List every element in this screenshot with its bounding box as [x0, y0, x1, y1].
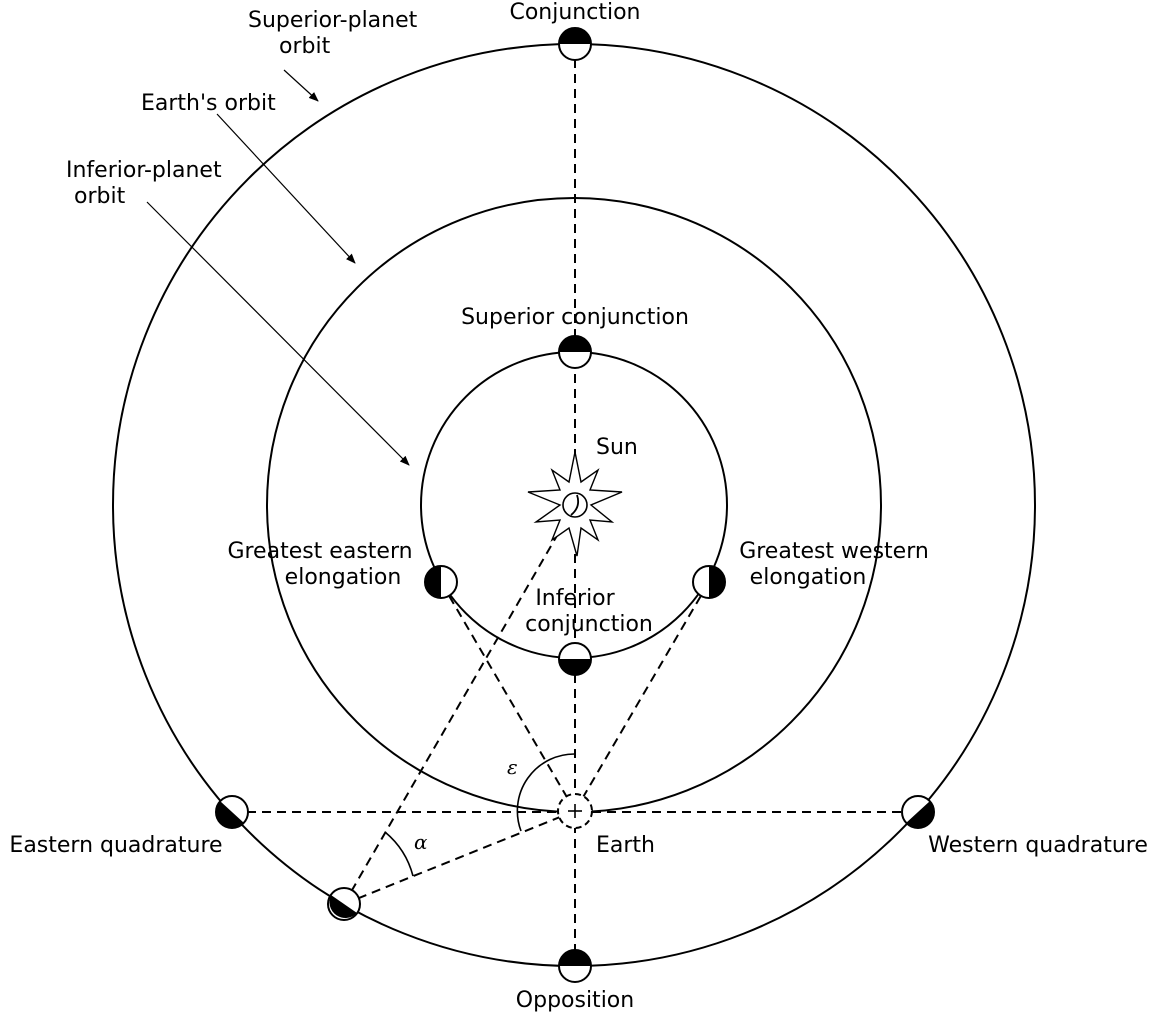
greatest-western-elongation-label-line1: Greatest western: [739, 539, 929, 564]
conjunction-label: Conjunction: [509, 0, 640, 25]
inferior-planet-orbit-label-line2: orbit: [74, 184, 126, 209]
earth-marker: [557, 793, 593, 829]
eastern-quadrature-label: Eastern quadrature: [9, 833, 222, 858]
elongation-angle-arc: [516, 753, 576, 832]
epsilon-label: ε: [507, 755, 518, 779]
western-quadrature-label: Western quadrature: [928, 833, 1148, 858]
inferior-conjunction-label-line1: Inferior: [535, 586, 615, 611]
greatest-eastern-elongation-label-line2: elongation: [285, 565, 402, 590]
greatest-eastern-elongation-label-line1: Greatest eastern: [227, 539, 412, 564]
alpha-label: α: [414, 830, 428, 854]
earths-orbit-label: Earth's orbit: [141, 91, 276, 116]
earth-label: Earth: [596, 833, 655, 858]
planet-general-position: [327, 887, 361, 921]
opposition-label: Opposition: [516, 988, 634, 1013]
superior-conjunction-label: Superior conjunction: [461, 305, 689, 330]
planet-eastern-quadrature: [215, 795, 249, 829]
planet-inferior-conjunction: [558, 642, 592, 676]
superior-planet-orbit-label-line1: Superior-planet: [248, 8, 418, 33]
greatest-western-elongation-label-line2: elongation: [750, 565, 867, 590]
sun-label: Sun: [596, 435, 638, 460]
planet-opposition: [558, 949, 592, 983]
planet-greatest-western-elongation: [692, 565, 726, 599]
planet-western-quadrature: [901, 795, 935, 829]
superior-planet-orbit-label-line2: orbit: [279, 34, 331, 59]
earth-orbit-pointer: [216, 113, 356, 264]
inferior-conjunction-label-line2: conjunction: [525, 612, 653, 637]
phase-angle-arc: [384, 831, 414, 877]
planet-greatest-eastern-elongation: [424, 565, 458, 599]
superior-orbit-pointer: [283, 69, 319, 102]
planet-superior-conjunction: [558, 335, 592, 369]
inferior-orbit-pointer: [146, 201, 410, 466]
inferior-planet-orbit-label-line1: Inferior-planet: [66, 158, 222, 183]
sun-icon: [527, 451, 623, 557]
planet-conjunction: [558, 27, 592, 61]
earth-to-planet-line: [343, 810, 576, 905]
